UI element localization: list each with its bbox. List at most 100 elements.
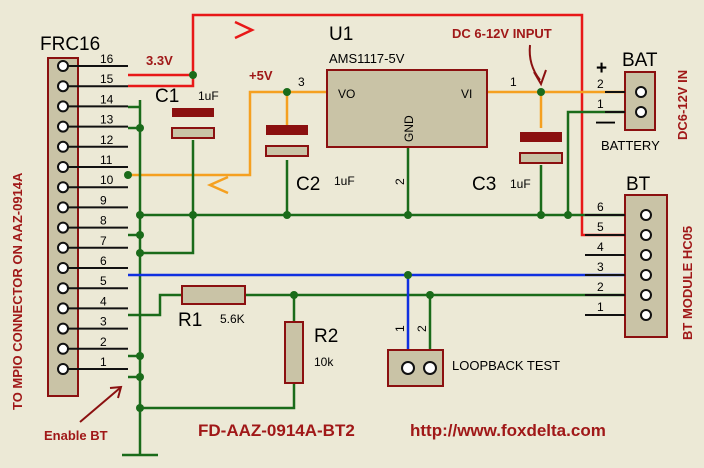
loopback-pin1: 1: [393, 325, 407, 332]
frc16-pin-7-pad: [57, 241, 69, 254]
frc16-pin-6-pad: [57, 262, 69, 274]
c1-plate-top: [172, 108, 214, 117]
c3-value: 1uF: [510, 177, 531, 191]
c2-ref: C2: [296, 174, 320, 195]
bt-pin-4-pad: [640, 249, 652, 261]
frc16-pin-5-pad: [57, 282, 69, 295]
wire-pin15-3v3: [128, 75, 195, 88]
bt-pin-3-pad: [640, 269, 652, 281]
bat-connector-body: [624, 71, 656, 131]
u1-pin2: 2: [393, 178, 407, 185]
bat-plus: +: [596, 58, 607, 79]
frc16-pin-4-number: 4: [100, 294, 107, 308]
c1-value: 1uF: [198, 89, 219, 103]
wire-pin4-r1: [128, 293, 182, 317]
label-3v3: 3.3V: [146, 53, 173, 68]
bt-pin-2-pad: [640, 289, 652, 301]
frc16-pin-3-number: 3: [100, 315, 107, 329]
bat-label: BATTERY: [601, 138, 660, 153]
c2-plate-bottom: [265, 145, 309, 157]
footer-url: http://www.foxdelta.com: [410, 421, 606, 440]
label-5v: +5V: [249, 68, 273, 83]
c1-ref: C1: [155, 86, 179, 107]
frc16-pin-14-number: 14: [100, 92, 114, 106]
frc16-pin-9-pad: [57, 201, 69, 214]
bat-pin-2-pad: [635, 86, 647, 98]
arrow-5v: [206, 175, 229, 195]
bt-pin-5-number: 5: [597, 220, 604, 234]
frc16-pin-4-pad: [57, 302, 69, 315]
frc16-pin-12-pad: [57, 140, 69, 153]
footer-board: FD-AAZ-0914A-BT2: [198, 421, 355, 440]
c3-plate-top: [520, 132, 562, 142]
frc16-title: FRC16: [40, 34, 100, 55]
frc16-pin-9-number: 9: [100, 193, 107, 207]
frc16-pin-10-pad: [57, 181, 69, 194]
bat-side-label: DC6-12V IN: [675, 70, 690, 140]
bat-ref: BAT: [622, 50, 658, 71]
u1-vi: VI: [461, 87, 472, 101]
frc16-pin-2-pad: [57, 342, 69, 355]
frc16-pin-11-number: 11: [100, 153, 113, 167]
u1-vo: VO: [338, 87, 355, 101]
frc16-pin-15-number: 15: [100, 72, 114, 86]
frc16-pin-13-number: 13: [100, 113, 114, 127]
bat-pin-2-number: 2: [597, 77, 604, 91]
frc16-pin-12-number: 12: [100, 133, 114, 147]
junction-dots: [124, 71, 572, 412]
u1-gnd: GND: [402, 115, 416, 142]
frc16-pin-8-number: 8: [100, 214, 107, 228]
r2-body: [284, 321, 304, 384]
frc16-pin-13-pad: [57, 120, 69, 133]
loopback-pin2-pad: [423, 361, 437, 375]
frc16-pin-5-number: 5: [100, 274, 107, 288]
bt-pin-6-pad: [640, 209, 652, 221]
u1-body: [326, 69, 488, 148]
bt-ref: BT: [626, 174, 651, 195]
wire-c1-gnd: [140, 140, 195, 255]
bat-minus: —: [596, 112, 615, 133]
bt-pin-4-number: 4: [597, 240, 604, 254]
r2-value: 10k: [314, 355, 334, 369]
enable-bt-pointer: [79, 387, 121, 423]
u1-ref: U1: [329, 24, 353, 45]
frc16-pin-2-number: 2: [100, 335, 107, 349]
frc16-pin-3-pad: [57, 322, 69, 335]
frc16-side-label: TO MPIO CONNECTOR ON AAZ-0914A: [10, 172, 25, 410]
r1-value: 5.6K: [220, 312, 245, 326]
bt-pin-1-number: 1: [597, 300, 604, 314]
frc16-pin-1-pad: [57, 363, 69, 375]
c1-plate-bottom: [171, 127, 215, 139]
bt-side-label: BT MODULE HC05: [680, 226, 695, 340]
r1-ref: R1: [178, 310, 202, 331]
frc16-pin-6-number: 6: [100, 254, 107, 268]
frc16-pin-11-pad: [57, 161, 69, 173]
frc16-pin-15-pad: [57, 80, 69, 93]
bt-pin-1-pad: [640, 309, 652, 321]
wire-enable-r2: [140, 383, 296, 410]
frc16-pin-16-pad: [57, 60, 69, 72]
arrow-3v3: [234, 20, 255, 40]
bat-pins: 21: [597, 77, 647, 118]
dc-input-pointer-head: [533, 69, 547, 87]
frc16-pin-14-pad: [57, 100, 69, 113]
frc16-pin-10-number: 10: [100, 173, 114, 187]
c2-value: 1uF: [334, 174, 355, 188]
bat-pin-1-pad: [635, 106, 647, 118]
u1-pin3: 3: [298, 75, 305, 89]
c2-plate-top: [266, 125, 308, 135]
frc16-pin-8-pad: [57, 221, 69, 234]
bt-pin-3-number: 3: [597, 260, 604, 274]
frc16-pin-16-number: 16: [100, 52, 114, 66]
u1-part: AMS1117-5V: [329, 51, 405, 66]
c3-plate-bottom: [519, 152, 563, 164]
c3-ref: C3: [472, 174, 496, 195]
label-dc-input: DC 6-12V INPUT: [452, 26, 552, 41]
loopback-label: LOOPBACK TEST: [452, 358, 560, 373]
loopback-pin2: 2: [415, 325, 429, 332]
frc16-pin-1-number: 1: [100, 355, 107, 369]
enable-bt-label: Enable BT: [44, 428, 108, 443]
